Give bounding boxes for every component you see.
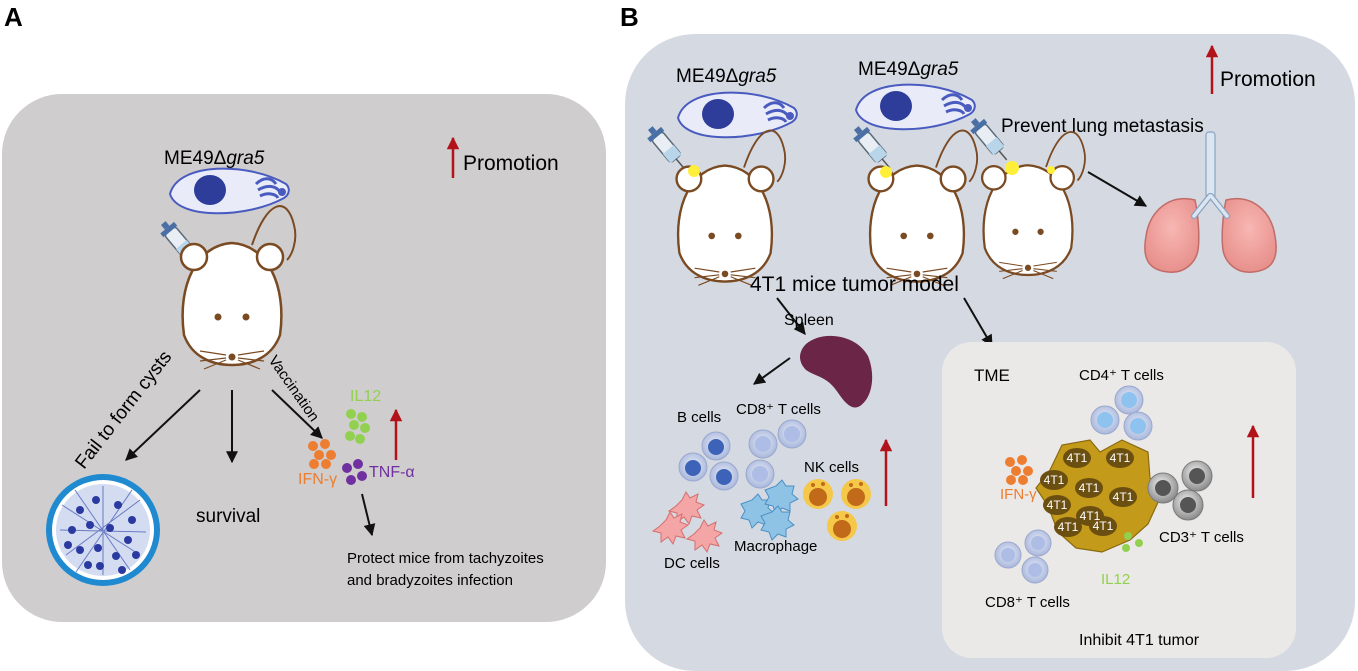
survival-label: survival [196, 506, 260, 527]
cyst-icon [46, 474, 160, 586]
cd3-label: CD3⁺ T cells [1159, 529, 1244, 546]
arrow-to-cysts [125, 389, 201, 461]
il12-label: IL12 [350, 388, 381, 405]
macrophage-group [740, 479, 799, 541]
arrow-to-immune-cells [753, 357, 791, 385]
il12-dots [345, 409, 370, 444]
dc-cells-label: DC cells [664, 555, 720, 572]
nk-cell-group [803, 479, 871, 541]
panel-a: A ME49Δgra5 Promotion Fail to form cysts… [2, 2, 606, 622]
tumor-spot [880, 166, 892, 178]
panel-b-strain-label-2: ME49Δgra5 [858, 59, 959, 80]
panel-a-letter: A [4, 2, 23, 32]
prevent-metastasis-label: Prevent lung metastasis [1001, 116, 1204, 137]
ifn-dots [308, 439, 336, 469]
cd4-cell-group [1090, 385, 1153, 441]
ifn-gamma-label: IFN-γ [298, 471, 337, 488]
tumor-label: 4T1 [1047, 498, 1068, 512]
tnf-dots [342, 459, 367, 485]
cd4-label: CD4⁺ T cells [1079, 367, 1164, 384]
cd8-cell-group [745, 419, 807, 489]
lung-icon [1144, 131, 1277, 273]
tumor-label: 4T1 [1093, 519, 1114, 533]
tumor-spot [1005, 161, 1019, 175]
b-cells-label: B cells [677, 409, 721, 426]
panel-b: B ME49Δgra5 ME49Δgra5 Promotion Prevent … [620, 2, 1355, 671]
tumor-spot [688, 165, 700, 177]
tme-cd8-label: CD8⁺ T cells [985, 594, 1070, 611]
nk-cells-label: NK cells [804, 459, 859, 476]
panel-b-strain-label-1: ME49Δgra5 [676, 66, 777, 87]
tme-ifn-label: IFN-γ [1000, 486, 1037, 503]
tme-il12-dots [1122, 532, 1143, 552]
panel-a-strain-label: ME49Δgra5 [164, 148, 265, 169]
dc-cell-group [651, 491, 724, 554]
tumor-label: 4T1 [1058, 520, 1079, 534]
tme-ifn-dots [1005, 455, 1033, 485]
panel-b-promotion-legend: Promotion [1220, 68, 1316, 91]
arrow-to-lungs [1087, 171, 1148, 207]
arrow-to-tme [963, 297, 993, 348]
tumor-label: 4T1 [1044, 473, 1065, 487]
protect-line-1: Protect mice from tachyzoites [347, 550, 544, 567]
tnf-alpha-label: TNF-α [369, 464, 415, 481]
tumor-spot [1047, 166, 1055, 174]
tumor-model-label: 4T1 mice tumor model [750, 273, 959, 296]
spleen-icon [800, 335, 873, 408]
panel-b-letter: B [620, 2, 639, 32]
tme-label: TME [974, 366, 1010, 385]
tumor-label: 4T1 [1080, 509, 1101, 523]
arrow-to-vaccination [271, 389, 323, 439]
protect-line-2: and bradyzoites infection [347, 572, 513, 589]
tme-cd8-cell-group [994, 529, 1052, 584]
tumor-cell-cluster: 4T1 4T1 4T1 4T1 4T1 4T1 4T1 4T1 4T1 [1035, 439, 1161, 553]
arrow-to-spleen-label [776, 297, 806, 335]
tme-il12-label: IL12 [1101, 571, 1130, 588]
arrow-to-protect [361, 493, 376, 537]
b-cell-group [678, 431, 739, 491]
inhibit-tumor-label: Inhibit 4T1 tumor [1079, 632, 1200, 649]
macrophage-label: Macrophage [734, 538, 817, 555]
cd3-cell-group [1147, 460, 1213, 521]
panel-a-background [2, 94, 606, 622]
tumor-label: 4T1 [1113, 490, 1134, 504]
panel-a-promotion-legend: Promotion [463, 152, 559, 175]
spleen-label: Spleen [784, 312, 834, 329]
tumor-label: 4T1 [1110, 451, 1131, 465]
tumor-label: 4T1 [1079, 481, 1100, 495]
tumor-label: 4T1 [1067, 451, 1088, 465]
cd8-spleen-label: CD8⁺ T cells [736, 401, 821, 418]
